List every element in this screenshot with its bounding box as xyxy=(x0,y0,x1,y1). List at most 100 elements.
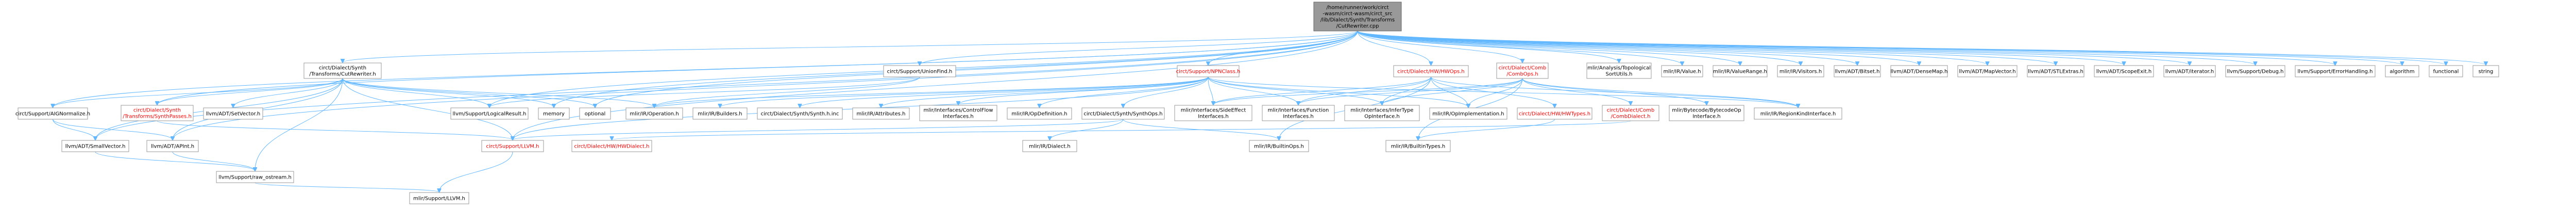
include-edge xyxy=(1123,76,1209,107)
node-label: string xyxy=(2479,69,2494,75)
header-node[interactable]: llvm/ADT/MapVector.h xyxy=(1957,65,2018,77)
header-node[interactable]: algorithm xyxy=(2385,65,2419,77)
node-box xyxy=(1081,107,1165,120)
node-box xyxy=(852,107,910,120)
header-node[interactable]: mlir/Support/LLVM.h xyxy=(409,192,469,204)
node-box xyxy=(1777,65,1824,77)
header-node[interactable]: mlir/IR/Value.h xyxy=(1661,65,1703,77)
header-node[interactable]: llvm/Support/Debug.h xyxy=(2225,65,2285,77)
include-edge xyxy=(255,78,343,171)
header-node[interactable]: circt/Support/NPNClass.h xyxy=(1176,65,1241,77)
node-box xyxy=(883,65,956,77)
node-label: Interfaces.h xyxy=(1198,114,1229,120)
header-node[interactable]: llvm/ADT/Bitset.h xyxy=(1834,65,1881,77)
node-label: mlir/Interfaces/Function xyxy=(1268,108,1329,114)
include-edge xyxy=(489,76,920,107)
include-edge xyxy=(1357,30,2056,65)
node-label: llvm/ADT/SetVector.h xyxy=(206,111,261,117)
include-edge xyxy=(53,119,96,140)
node-label: /Transforms/SynthPasses.h xyxy=(123,114,192,120)
node-box xyxy=(692,107,748,120)
header-node[interactable]: llvm/ADT/STLExtras.h xyxy=(2027,65,2084,77)
node-box xyxy=(2385,65,2419,77)
header-node[interactable]: mlir/IR/Builders.h xyxy=(692,107,748,120)
node-box xyxy=(1174,105,1252,121)
header-node[interactable]: circt/Support/UnionFind.h xyxy=(883,65,956,77)
header-node[interactable]: mlir/IR/BuiltinOps.h xyxy=(1249,140,1309,152)
node-label: llvm/ADT/STLExtras.h xyxy=(2028,69,2083,75)
node-box xyxy=(409,192,469,204)
header-node[interactable]: circt/Dialect/Synth/SynthOps.h xyxy=(1081,107,1165,120)
header-node[interactable]: llvm/ADT/SetVector.h xyxy=(203,107,263,120)
include-edge xyxy=(255,182,439,192)
header-node[interactable]: llvm/ADT/ScopeExit.h xyxy=(2094,65,2154,77)
include-edge xyxy=(342,78,489,107)
include-edge xyxy=(612,120,1631,140)
include-edge xyxy=(53,78,343,107)
node-label: mlir/IR/ValueRange.h xyxy=(1713,69,1767,75)
include-edge xyxy=(1357,30,2190,65)
header-node[interactable]: circt/Dialect/HW/HWTypes.h xyxy=(1517,107,1592,120)
node-label: llvm/ADT/DenseMap.h xyxy=(1891,69,1948,75)
include-edge xyxy=(1357,30,1682,65)
header-node[interactable]: circt/Dialect/HW/HWDialect.h xyxy=(571,140,652,152)
node-label: mlir/IR/OpDefinition.h xyxy=(1011,111,1067,117)
include-edge xyxy=(1522,78,1707,105)
node-label: circt/Support/NPNClass.h xyxy=(1176,69,1241,75)
header-node[interactable]: mlir/IR/Operation.h xyxy=(625,107,683,120)
node-box xyxy=(919,105,997,121)
node-label: -wasm/circt-wasm/circt_src xyxy=(1323,11,1392,17)
header-node[interactable]: circt/Dialect/Comb/CombOps.h xyxy=(1496,62,1549,79)
header-node[interactable]: llvm/Support/raw_ostream.h xyxy=(216,171,294,183)
header-node[interactable]: llvm/ADT/DenseMap.h xyxy=(1890,65,1948,77)
include-edge xyxy=(342,78,554,107)
node-label: mlir/IR/Value.h xyxy=(1663,69,1701,75)
node-label: circt/Dialect/Synth xyxy=(319,66,366,71)
header-node[interactable]: mlir/IR/ValueRange.h xyxy=(1713,65,1768,77)
header-node[interactable]: mlir/IR/Attributes.h xyxy=(852,107,910,120)
header-node[interactable]: circt/Dialect/Synth/Synth.h.inc xyxy=(757,107,843,120)
header-node[interactable]: optional xyxy=(579,107,611,120)
include-edge xyxy=(1208,76,1298,105)
header-node[interactable]: llvm/ADT/APInt.h xyxy=(146,140,199,152)
header-node[interactable]: llvm/Support/LogicalResult.h xyxy=(450,107,529,120)
include-edge xyxy=(1522,78,1631,105)
node-label: llvm/ADT/SmallVector.h xyxy=(65,144,126,150)
node-label: circt/Support/UnionFind.h xyxy=(887,69,953,75)
header-node[interactable]: mlir/IR/Dialect.h xyxy=(1022,140,1077,152)
header-node[interactable]: string xyxy=(2472,65,2499,77)
header-node[interactable]: mlir/IR/OpDefinition.h xyxy=(1007,107,1072,120)
header-node[interactable]: circt/Support/LLVM.h xyxy=(481,140,544,152)
header-node[interactable]: mlir/IR/RegionKindInterface.h xyxy=(1754,107,1842,120)
node-label: Interface.h xyxy=(1692,114,1720,120)
include-edge xyxy=(1431,76,1469,107)
header-node[interactable]: llvm/ADT/iterator.h xyxy=(2163,65,2216,77)
include-edge xyxy=(1213,76,1431,105)
header-node[interactable]: circt/Dialect/HW/HWOps.h xyxy=(1393,65,1469,77)
header-node[interactable]: circt/Dialect/Synth/Transforms/CutRewrit… xyxy=(303,62,382,79)
include-edge xyxy=(1357,30,1988,65)
header-node[interactable]: circt/Support/AIGNormalize.h xyxy=(15,107,90,120)
node-label: llvm/ADT/APInt.h xyxy=(151,144,194,150)
header-node[interactable]: mlir/IR/BuiltinTypes.h xyxy=(1385,140,1451,152)
header-node[interactable]: llvm/Support/ErrorHandling.h xyxy=(2295,65,2376,77)
header-node[interactable]: memory xyxy=(538,107,570,120)
header-node[interactable]: functional xyxy=(2429,65,2463,77)
include-edge xyxy=(720,76,1209,107)
include-edge xyxy=(439,151,513,192)
header-node[interactable]: circt/Dialect/Comb/CombDialect.h xyxy=(1602,105,1659,121)
header-node[interactable]: mlir/IR/Visitors.h xyxy=(1777,65,1824,77)
header-node[interactable]: mlir/IR/OpImplementation.h xyxy=(1429,107,1507,120)
node-box xyxy=(481,140,544,152)
node-box xyxy=(146,140,199,152)
include-edge xyxy=(233,78,343,107)
include-edge xyxy=(1357,30,2335,65)
header-node[interactable]: llvm/ADT/SmallVector.h xyxy=(61,140,129,152)
header-node[interactable]: circt/Dialect/Synth/Transforms/SynthPass… xyxy=(121,105,194,121)
